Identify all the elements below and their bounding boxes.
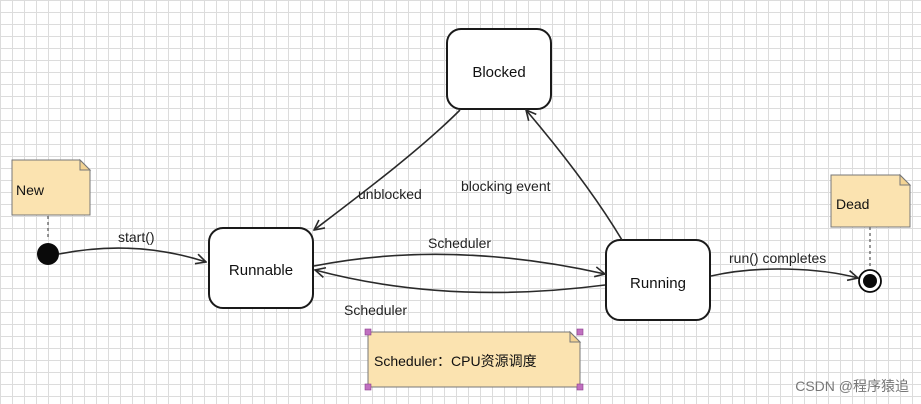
note-dead-label: Dead <box>836 196 869 212</box>
state-blocked: Blocked <box>446 28 552 110</box>
edge-unblocked <box>314 109 461 230</box>
note-new: New <box>11 158 92 216</box>
edge-blocking-event <box>526 110 623 241</box>
label-run-completes: run() completes <box>729 250 826 266</box>
label-scheduler-to-running: Scheduler <box>428 235 491 251</box>
note-scheduler[interactable]: Scheduler：CPU资源调度 <box>364 328 584 391</box>
state-running-label: Running <box>630 275 686 292</box>
label-unblocked: unblocked <box>358 186 422 202</box>
edge-run-completes <box>710 268 858 278</box>
state-runnable-label: Runnable <box>229 262 293 279</box>
initial-state <box>37 243 59 265</box>
final-state <box>858 269 882 293</box>
label-scheduler-to-runnable: Scheduler <box>344 302 407 318</box>
selection-handle-tl[interactable] <box>364 328 372 336</box>
selection-handle-tr[interactable] <box>576 328 584 336</box>
label-blocking-event: blocking event <box>461 178 551 194</box>
edge-start <box>58 247 206 262</box>
watermark: CSDN @程序猿追 <box>795 378 909 394</box>
note-dead: Dead <box>830 173 912 228</box>
state-blocked-label: Blocked <box>472 64 525 81</box>
edge-scheduler-to-runnable <box>315 270 606 294</box>
label-start: start() <box>118 229 155 245</box>
edge-scheduler-to-running <box>313 253 605 274</box>
selection-handle-bl[interactable] <box>364 383 372 391</box>
note-new-label: New <box>16 182 45 198</box>
note-scheduler-label: Scheduler：CPU资源调度 <box>374 353 537 369</box>
state-runnable: Runnable <box>208 227 314 309</box>
selection-handle-br[interactable] <box>576 383 584 391</box>
state-running: Running <box>605 239 711 321</box>
